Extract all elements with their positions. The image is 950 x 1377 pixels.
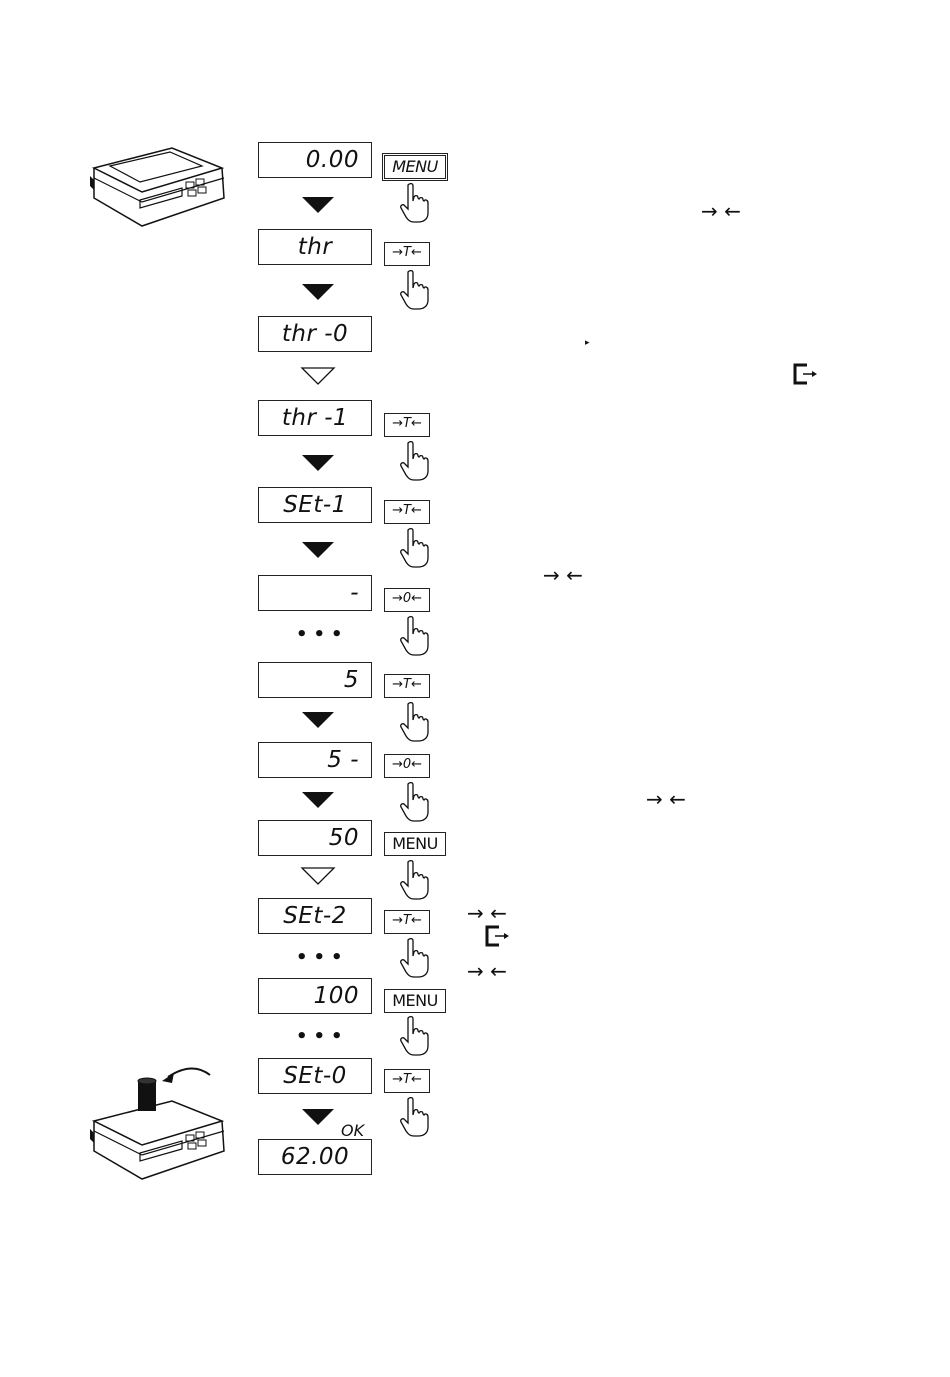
display-result: 62.00	[258, 1139, 372, 1175]
arrow-symbols: → ←	[646, 789, 686, 809]
arrow-symbols: → ←	[467, 961, 507, 981]
hand-press-icon	[398, 441, 432, 481]
filled-down-arrow-icon	[300, 541, 336, 559]
filled-down-arrow-icon	[300, 283, 336, 301]
filled-down-arrow-icon	[300, 711, 336, 729]
hand-press-icon	[398, 270, 432, 310]
hand-press-icon	[398, 528, 432, 568]
weight-on-scale-icon	[82, 1055, 232, 1185]
display-step-3: thr -0	[258, 316, 372, 352]
hand-press-icon	[398, 860, 432, 900]
ellipsis-continue: •••	[296, 1032, 340, 1042]
menu-key[interactable]: MENU	[384, 832, 446, 856]
filled-down-arrow-icon	[300, 1108, 336, 1126]
filled-down-arrow-icon	[300, 454, 336, 472]
zero-key[interactable]: →0←	[384, 754, 430, 778]
exit-icon	[793, 363, 821, 385]
tare-key[interactable]: →T←	[384, 910, 430, 934]
filled-down-arrow-icon	[300, 791, 336, 809]
display-step-6: -	[258, 575, 372, 611]
filled-down-arrow-icon	[300, 196, 336, 214]
hand-press-icon	[398, 1097, 432, 1137]
hand-press-icon	[398, 183, 432, 223]
dot-symbol: ▸	[585, 333, 590, 353]
tare-key[interactable]: →T←	[384, 413, 430, 437]
tare-key[interactable]: →T←	[384, 242, 430, 266]
hand-press-icon	[398, 938, 432, 978]
arrow-symbols: → ←	[467, 903, 507, 923]
display-step-4: thr -1	[258, 400, 372, 436]
hand-press-icon	[398, 782, 432, 822]
display-step-2: thr	[258, 229, 372, 265]
ellipsis-continue: •••	[296, 953, 340, 963]
tare-key[interactable]: →T←	[384, 500, 430, 524]
hand-press-icon	[398, 616, 432, 656]
arrow-symbols: → ←	[543, 565, 583, 585]
display-step-1: 0.00	[258, 142, 372, 178]
ellipsis-continue: •••	[296, 630, 340, 640]
display-step-12: SEt-0	[258, 1058, 372, 1094]
arrow-symbols: → ←	[701, 201, 741, 221]
outline-down-arrow-icon	[300, 867, 336, 885]
display-step-8: 5 -	[258, 742, 372, 778]
scale-icon	[82, 140, 232, 232]
tare-key[interactable]: →T←	[384, 1069, 430, 1093]
menu-key[interactable]: MENU	[384, 989, 446, 1013]
exit-icon	[485, 925, 513, 947]
menu-key[interactable]: MENU	[384, 155, 446, 179]
display-step-10: SEt-2	[258, 898, 372, 934]
hand-press-icon	[398, 702, 432, 742]
hand-press-icon	[398, 1016, 432, 1056]
display-step-5: SEt-1	[258, 487, 372, 523]
display-step-9: 50	[258, 820, 372, 856]
display-step-7: 5	[258, 662, 372, 698]
outline-down-arrow-icon	[300, 367, 336, 385]
tare-key[interactable]: →T←	[384, 674, 430, 698]
display-step-11: 100	[258, 978, 372, 1014]
zero-key[interactable]: →0←	[384, 588, 430, 612]
ok-label: OK	[341, 1121, 364, 1140]
